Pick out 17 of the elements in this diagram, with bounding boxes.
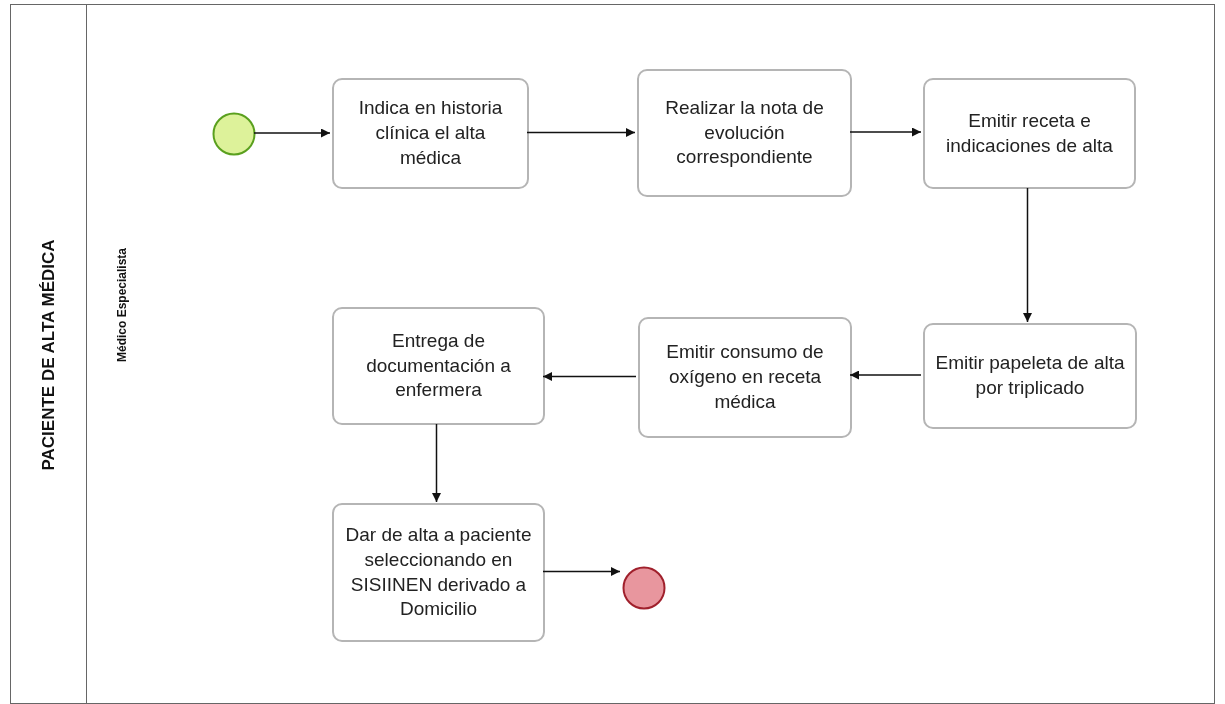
task-box: Dar de alta a paciente seleccionando en SISIINEN derivado a Domicilio [332,503,545,642]
task-box: Emitir receta e indicaciones de alta [923,78,1136,189]
pool-title: PACIENTE DE ALTA MÉDICA [38,239,59,471]
arrow [432,423,441,503]
arrow [849,127,922,137]
task-box: Indica en historia clínica el alta médica [332,78,529,189]
task-box: Realizar la nota de evolución correspondiente [637,69,852,197]
arrow [542,567,621,576]
task-box: Emitir papeleta de alta por triplicado [923,323,1137,429]
arrow [1023,187,1032,323]
arrow [849,370,922,380]
arrow [542,372,637,381]
arrow [253,128,331,138]
task-box: Entrega de documentación a enfermera [332,307,545,425]
arrow [526,128,636,137]
lane-title: Médico Especialista [115,248,129,362]
task-box: Emitir consumo de oxígeno en receta médica [638,317,852,438]
